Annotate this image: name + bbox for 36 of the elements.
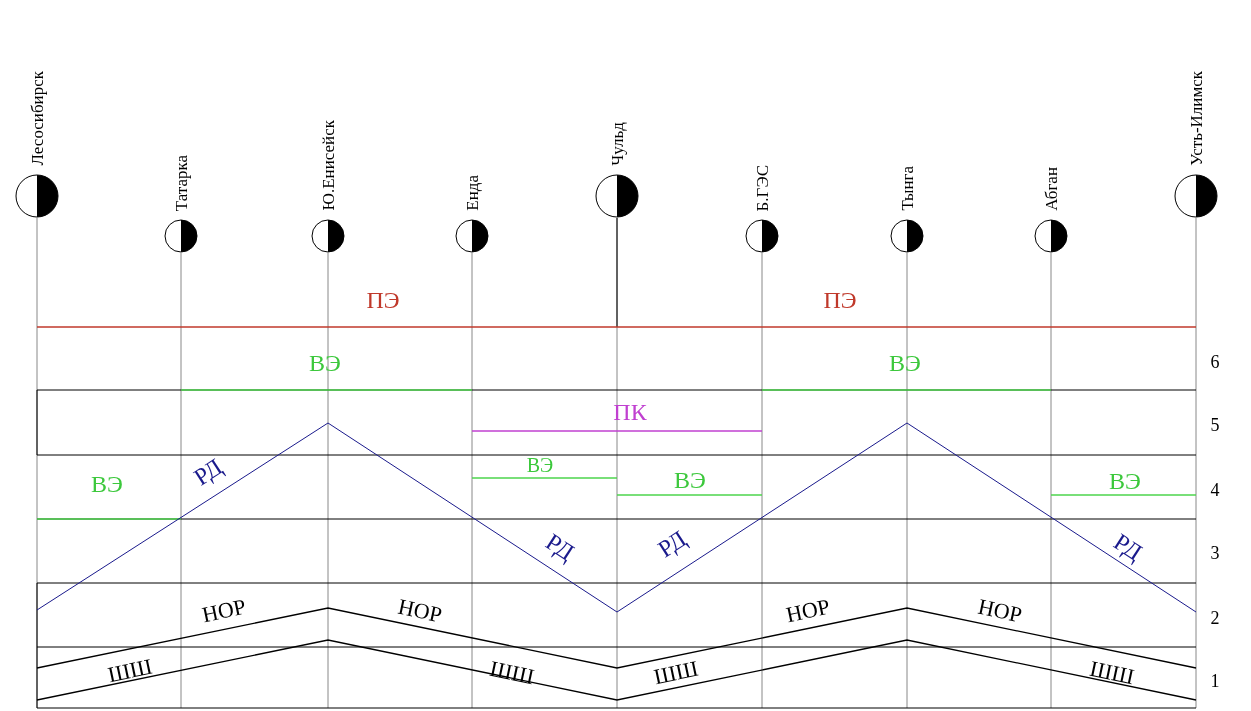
line-label: ВЭ: [91, 472, 123, 496]
row-number: 2: [1210, 609, 1220, 627]
station-name: Усть-Илимск: [1187, 71, 1205, 166]
line-label: РД: [653, 526, 691, 562]
line-label: ВЭ: [1109, 469, 1141, 493]
line-label: НОР: [200, 595, 248, 627]
line-label: ПЭ: [366, 288, 400, 312]
row-number: 1: [1210, 672, 1220, 690]
line-label: ВЭ: [889, 351, 921, 375]
line-label: ПК: [613, 400, 647, 424]
line-label: РД: [189, 454, 227, 490]
station-name: Тынга: [898, 166, 916, 211]
line-label: ШШ: [106, 655, 154, 687]
line-label: НОР: [976, 595, 1024, 627]
line-label: ВЭ: [526, 455, 554, 475]
station-name: Енда: [463, 175, 481, 211]
line-label: НОР: [396, 595, 444, 627]
row-number: 5: [1210, 416, 1220, 434]
station-name: Татарка: [172, 154, 190, 211]
line-label: НОР: [784, 595, 832, 627]
line-label: РД: [1109, 529, 1147, 565]
line-label: ВЭ: [309, 351, 341, 375]
line-label: ШШ: [652, 657, 700, 689]
line-label: ШШ: [488, 657, 536, 689]
station-name: Лесосибирск: [28, 71, 46, 166]
station-name: Чульд: [608, 122, 626, 166]
line-label: ШШ: [1088, 657, 1136, 689]
station-name: Абган: [1042, 167, 1060, 211]
line-label: ВЭ: [674, 468, 706, 492]
row-number: 3: [1210, 544, 1220, 562]
line-label: ПЭ: [823, 288, 857, 312]
row-number: 4: [1210, 481, 1220, 499]
station-name: Ю.Енисейск: [319, 120, 337, 211]
station-name: Б.ГЭС: [753, 164, 771, 211]
row-number: 6: [1210, 353, 1220, 371]
line-label: РД: [541, 529, 579, 565]
